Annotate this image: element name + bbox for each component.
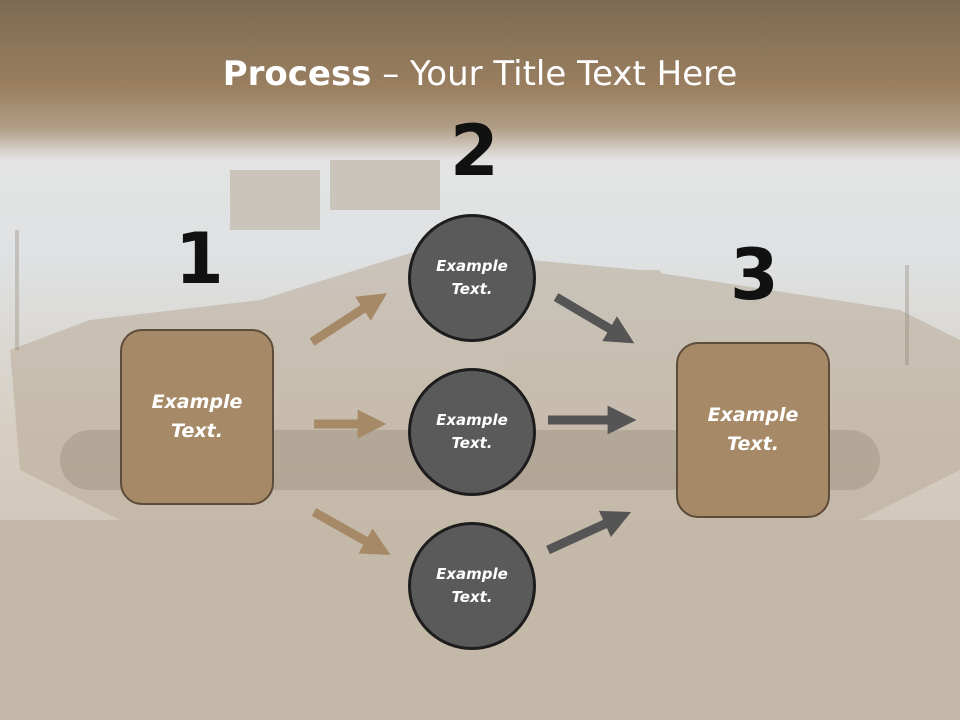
circle-top-text: Example Text. (436, 257, 508, 298)
left-box[interactable]: Example Text. (120, 329, 274, 505)
circle-bottom-text: Example Text. (436, 565, 508, 606)
step-number-2: 2 (450, 110, 499, 192)
arrow-bottom-to-3 (546, 510, 632, 555)
step-number-3: 3 (730, 234, 779, 316)
step-number-1: 1 (175, 218, 224, 300)
title-band (0, 0, 960, 160)
right-box[interactable]: Example Text. (676, 342, 830, 518)
slide-title[interactable]: Process – Your Title Text Here (0, 52, 960, 96)
circle-middle-text: Example Text. (436, 411, 508, 452)
arrow-1-to-bottom (311, 508, 391, 556)
arrow-top-to-3 (553, 293, 635, 344)
arrow-1-to-top (309, 293, 388, 346)
circle-bottom[interactable]: Example Text. (408, 522, 536, 650)
left-box-text: Example Text. (151, 391, 243, 442)
right-box-text: Example Text. (707, 404, 799, 455)
circle-top[interactable]: Example Text. (408, 214, 536, 342)
circle-middle[interactable]: Example Text. (408, 368, 536, 496)
title-bold: Process (222, 54, 372, 94)
title-rest: – Your Title Text Here (371, 54, 738, 94)
